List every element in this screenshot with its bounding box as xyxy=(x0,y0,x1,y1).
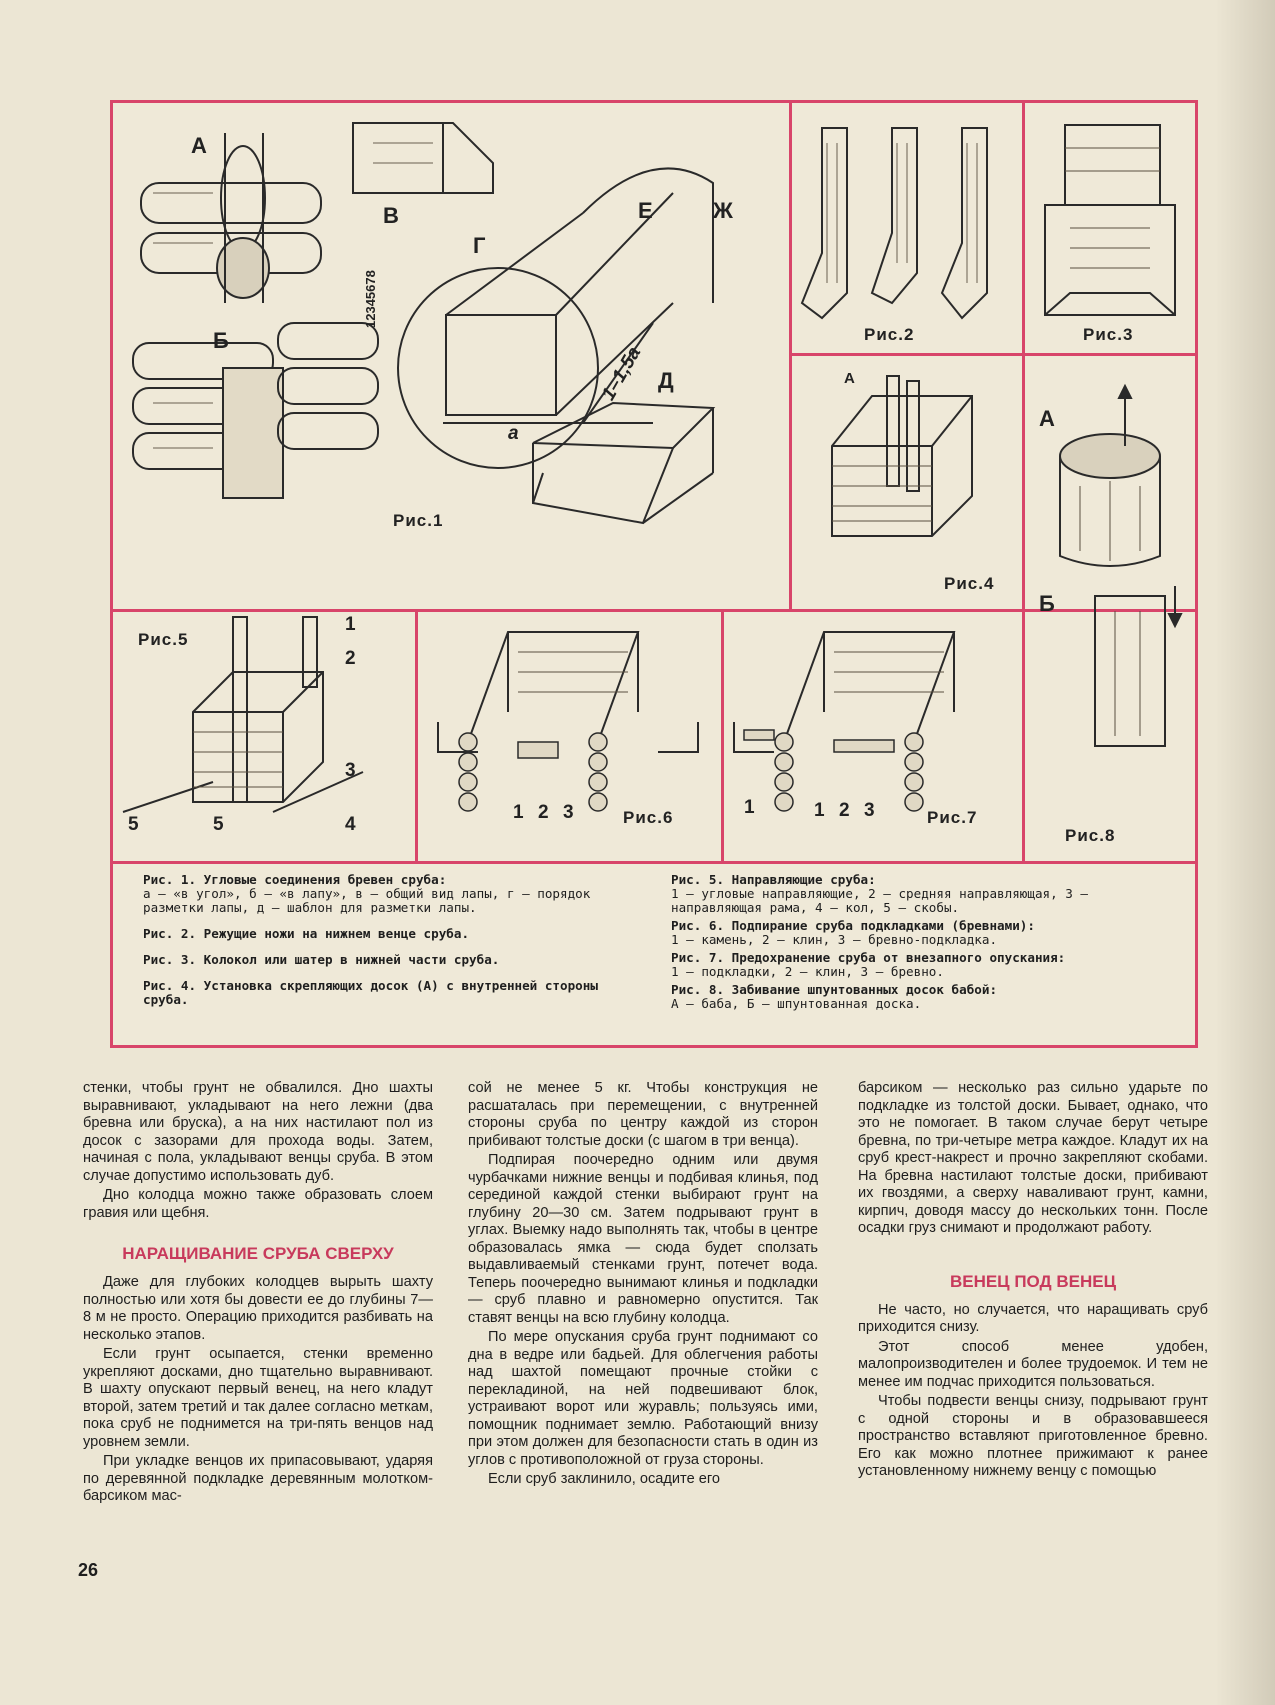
guides-illustration xyxy=(122,616,364,813)
figure-panel: А Б В Г Д Е Ж a 1–1,5a 12345678 Рис.1 Ри… xyxy=(110,100,1198,1048)
fig4-letter-a: А xyxy=(844,370,855,387)
supports-illustration xyxy=(437,631,699,812)
divider xyxy=(113,609,1195,612)
fig7-num-1b: 1 xyxy=(814,800,825,821)
divider xyxy=(415,609,418,863)
page-number: 26 xyxy=(78,1560,99,1580)
caption-fig4: Рис. 4. Установка скрепляющих досок (А) … xyxy=(143,978,598,1007)
fig5-num-3: 3 xyxy=(345,760,356,781)
fig1-letter-g: Г xyxy=(473,233,486,258)
paragraph: Если грунт осыпается, стенки временно ук… xyxy=(83,1346,433,1450)
divider xyxy=(789,353,1195,356)
caption-fig8: Рис. 8. Забивание шпунтованных досок баб… xyxy=(671,982,998,1011)
fig5-num-1: 1 xyxy=(345,614,356,635)
paragraph: При укладке венцов их припасовывают, уда… xyxy=(83,1453,433,1504)
fig1-letter-a: А xyxy=(191,133,207,158)
fig1-letter-e: Е xyxy=(638,198,653,223)
figure-7: 1 1 2 3 Рис.7 xyxy=(724,612,1022,861)
figure-8: А Б Рис.8 xyxy=(1025,356,1195,861)
fig7-num-2: 2 xyxy=(839,800,850,821)
text-column-3: барсиком — несколько раз сильно ударьте … xyxy=(858,1080,1208,1483)
page-edge-shadow xyxy=(1215,0,1275,1705)
paragraph: сой не менее 5 кг. Чтобы конструкция не … xyxy=(468,1080,818,1149)
fig1-letter-d: Д xyxy=(658,368,674,393)
fig4-label: Рис.4 xyxy=(944,574,995,593)
figure-4: А Рис.4 xyxy=(792,356,1022,609)
fig1-letter-v: В xyxy=(383,203,399,228)
paragraph: стенки, чтобы грунт не обвалился. Дно ша… xyxy=(83,1080,433,1184)
fig1-letter-zh: Ж xyxy=(713,198,733,223)
paragraph: Чтобы подвести венцы снизу, подрывают гр… xyxy=(858,1393,1208,1479)
fig1-letter-b: Б xyxy=(213,328,229,353)
fig6-num-2: 2 xyxy=(538,802,549,823)
fig6-label: Рис.6 xyxy=(623,808,674,827)
captions-left: Рис. 1. Угловые соединения бревен сруба:… xyxy=(143,873,643,1019)
fig5-num-2: 2 xyxy=(345,648,356,669)
figure-5: Рис.5 1 2 3 4 5 5 xyxy=(113,612,415,861)
paragraph: Не часто, но случается, что наращивать с… xyxy=(858,1301,1208,1336)
paragraph: Если сруб заклинило, осадите его xyxy=(488,1471,720,1487)
fig8-letter-b: Б xyxy=(1039,591,1055,616)
fig6-num-3: 3 xyxy=(563,802,574,823)
fig6-num-1: 1 xyxy=(513,802,524,823)
fig2-label: Рис.2 xyxy=(864,325,915,344)
divider xyxy=(1022,609,1025,863)
fig1-dim-a: a xyxy=(508,423,519,444)
divider xyxy=(1022,353,1025,609)
caption-fig3: Рис. 3. Колокол или шатер в нижней части… xyxy=(143,952,500,967)
caption-fig7: Рис. 7. Предохранение сруба от внезапног… xyxy=(671,950,1066,979)
caption-fig2: Рис. 2. Режущие ножи на нижнем венце сру… xyxy=(143,926,470,941)
text-column-1: стенки, чтобы грунт не обвалился. Дно ша… xyxy=(83,1080,433,1508)
figure-1: А Б В Г Д Е Ж a 1–1,5a 12345678 Рис.1 xyxy=(113,103,789,609)
fig5-label: Рис.5 xyxy=(138,630,189,649)
captions-right: Рис. 5. Направляющие сруба: 1 — угловые … xyxy=(671,873,1171,1015)
fig1-label: Рис.1 xyxy=(393,511,444,530)
fig5-num-5b: 5 xyxy=(213,814,224,835)
figure-captions: Рис. 1. Угловые соединения бревен сруба:… xyxy=(143,873,1173,1033)
divider xyxy=(721,609,724,863)
divider xyxy=(789,103,792,611)
paragraph: барсиком — несколько раз сильно ударьте … xyxy=(858,1080,1208,1236)
paragraph: Подпирая поочередно одним или двумя чурб… xyxy=(468,1152,818,1326)
boards-illustration xyxy=(831,375,973,537)
fig7-num-3: 3 xyxy=(864,800,875,821)
bell-illustration xyxy=(1044,124,1176,316)
fig7-label: Рис.7 xyxy=(927,808,978,827)
prevention-illustration xyxy=(733,631,956,812)
figure-2: Рис.2 xyxy=(792,103,1022,353)
paragraph: Этот способ менее удобен, малопроизводит… xyxy=(858,1338,1208,1390)
fig5-num-4: 4 xyxy=(345,814,356,835)
paragraph: Даже для глубоких колодцев вырыть шахту … xyxy=(83,1274,433,1343)
section-heading: ВЕНЕЦ ПОД ВЕНЕЦ xyxy=(949,1271,1117,1291)
cutting-knives-illustration xyxy=(800,127,988,320)
caption-fig1: Рис. 1. Угловые соединения бревен сруба:… xyxy=(143,872,591,915)
divider xyxy=(1022,103,1025,355)
fig3-label: Рис.3 xyxy=(1083,325,1134,344)
fig7-num-1a: 1 xyxy=(744,797,755,818)
fig8-label: Рис.8 xyxy=(1065,826,1116,845)
caption-fig6: Рис. 6. Подпирание сруба подкладками (бр… xyxy=(671,918,1035,947)
figure-3: Рис.3 xyxy=(1025,103,1195,353)
paragraph: Дно колодца можно также образовать слоем… xyxy=(83,1187,433,1221)
paragraph: По мере опускания сруба грунт поднимают … xyxy=(468,1329,818,1468)
tamping-illustration xyxy=(1059,383,1183,747)
figure-6: 1 2 3 Рис.6 xyxy=(418,612,721,861)
fig1-scale: 12345678 xyxy=(363,270,378,328)
caption-fig5: Рис. 5. Направляющие сруба: 1 — угловые … xyxy=(671,872,1089,915)
log-joint-illustration xyxy=(132,122,716,525)
divider xyxy=(113,861,1195,864)
fig5-num-5a: 5 xyxy=(128,814,139,835)
fig8-letter-a: А xyxy=(1039,406,1055,431)
text-column-2: сой не менее 5 кг. Чтобы конструкция не … xyxy=(468,1080,818,1491)
section-heading: НАРАЩИВАНИЕ СРУБА СВЕРХУ xyxy=(122,1244,394,1263)
